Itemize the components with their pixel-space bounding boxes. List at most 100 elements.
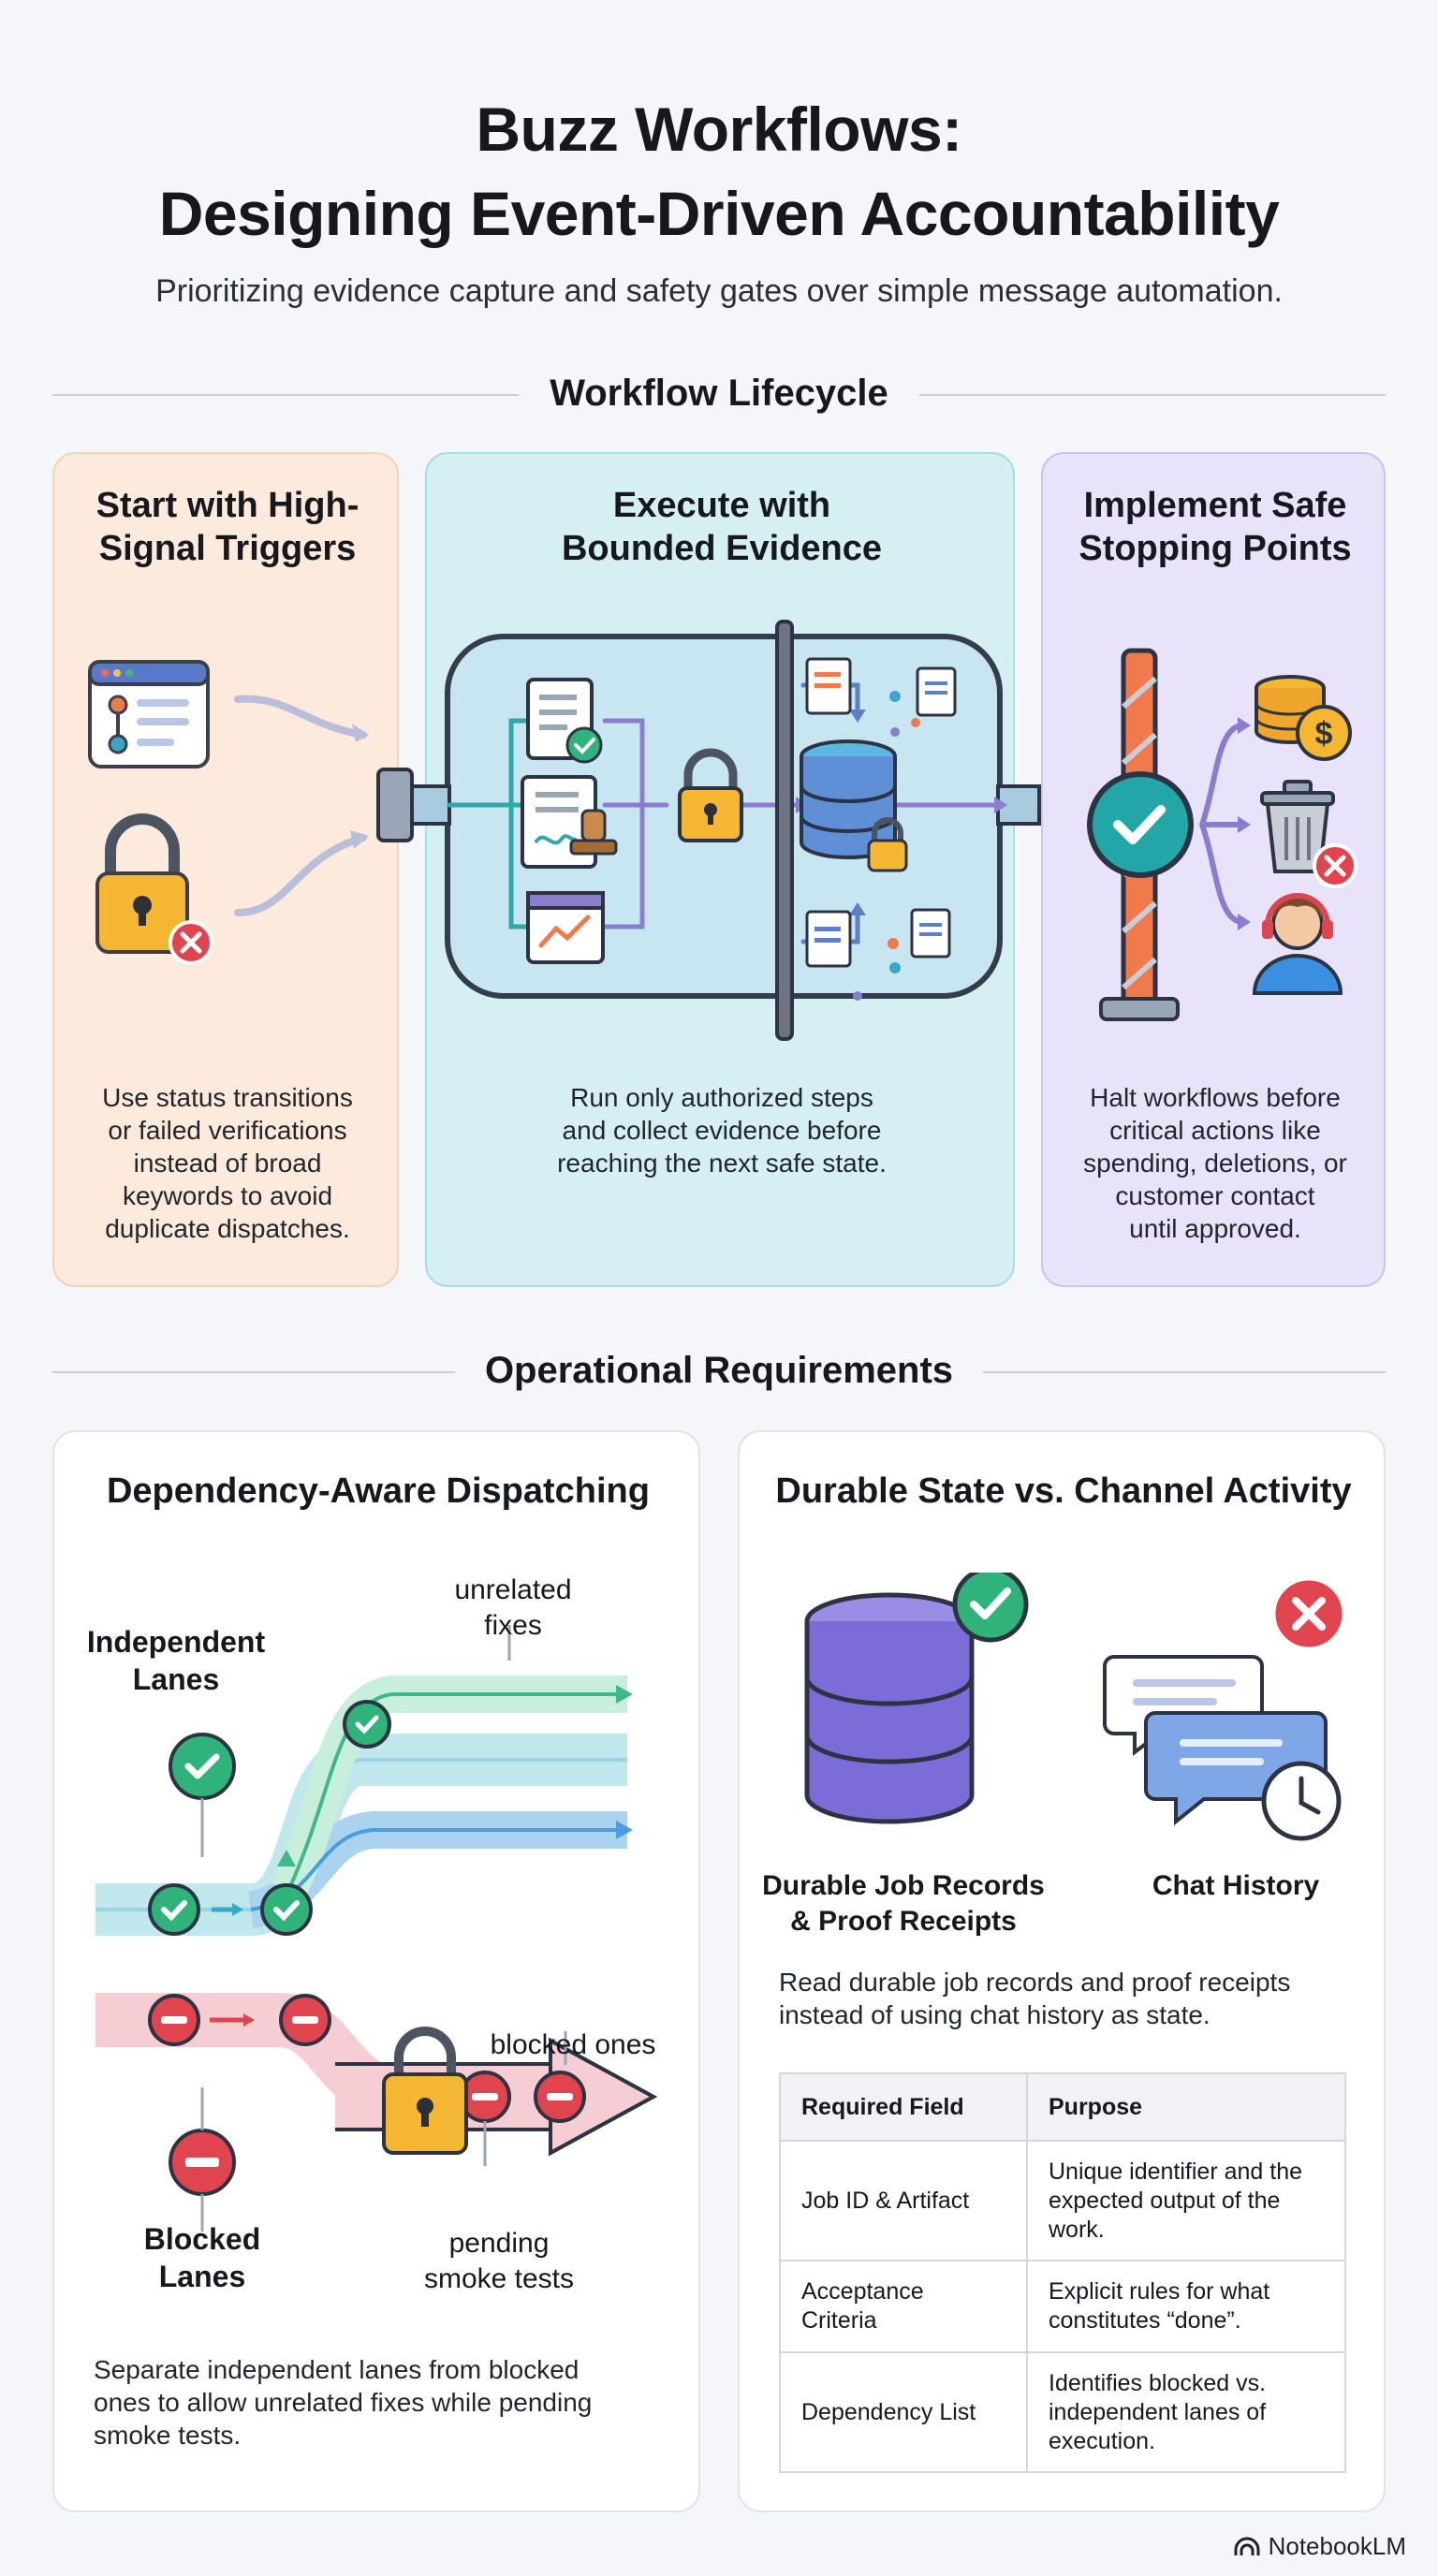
purpose-line: Explicit rules for what (1049, 2278, 1270, 2305)
durable-title: Durable State vs. Channel Activity (775, 1471, 1352, 1511)
required-fields-table: Required Field Purpose Job ID & Artifact… (779, 2072, 1346, 2473)
panel-execute-title-line1: Execute with (612, 486, 831, 525)
durable-body: Read durable job records and proof recei… (779, 1966, 1359, 2031)
document-check-icon (526, 678, 603, 764)
page-title-line1: Buzz Workflows: (476, 95, 962, 164)
trigger-illustration (88, 660, 369, 965)
table-cell-field: Dependency List (779, 2351, 1028, 2473)
table-cell-purpose: Unique identifier and the expected outpu… (1026, 2140, 1346, 2261)
blocked-lane-lock-icon (382, 2027, 468, 2155)
blocked-ones-label: blocked ones (490, 2029, 656, 2060)
gate-lock-icon (678, 748, 743, 842)
signed-document-stamp-icon (521, 775, 618, 869)
independent-check-icons (148, 1625, 511, 1936)
purpose-line: Unique identifier and the (1049, 2158, 1303, 2185)
safe-stop-illustration: $ (1087, 648, 1357, 1021)
unrelated-label-line1: unrelated (454, 1574, 572, 1605)
section-title-operational: Operational Requirements (484, 1350, 954, 1391)
purpose-line: execution. (1049, 2427, 1155, 2454)
execute-body-line3: reaching the next safe state. (557, 1149, 887, 1178)
table-cell-purpose: Explicit rules for what constitutes “don… (1026, 2260, 1346, 2353)
panel-execute-title: Execute with Bounded Evidence (427, 484, 1017, 570)
field-line: Criteria (801, 2307, 877, 2334)
panel-triggers-title-line1: Start with High- (95, 486, 360, 525)
stopping-body-line1: Halt workflows before (1090, 1083, 1341, 1112)
execute-body-line1: Run only authorized steps (570, 1083, 873, 1112)
purpose-line: constitutes “done”. (1049, 2307, 1241, 2334)
footer-brand: NotebookLM (1233, 2532, 1406, 2561)
dispatching-body-line3: smoke tests. (94, 2421, 242, 2450)
stopping-body-line2: critical actions like (1109, 1116, 1321, 1145)
pending-smoke-tests-label: pending smoke tests (391, 2226, 607, 2297)
blocked-lanes-label: Blocked Lanes (109, 2220, 296, 2295)
panel-stopping: Implement Safe Stopping Points $ (1041, 452, 1386, 1287)
blocked-label-line1: Blocked (143, 2222, 261, 2256)
customer-support-icon (1252, 893, 1343, 995)
dispatching-body-line2: ones to allow unrelated fixes while pend… (94, 2388, 593, 2417)
execute-body-line2: and collect evidence before (562, 1116, 882, 1145)
triggers-body-line1: Use status transitions (102, 1083, 353, 1112)
records-label-line2: & Proof Receipts (790, 1906, 1017, 1937)
durable-body-line1: Read durable job records and proof recei… (779, 1968, 1291, 1997)
stopping-body-line4: customer contact (1115, 1181, 1315, 1210)
panel-triggers-title-line2: Signal Triggers (98, 529, 357, 568)
unrelated-label-line2: fixes (484, 1610, 542, 1641)
chat-history-icon (1103, 1575, 1347, 1841)
table-header-purpose: Purpose (1026, 2072, 1346, 2142)
lanes-diagram (95, 1625, 658, 2232)
panel-triggers-body: Use status transitions or failed verific… (54, 1081, 401, 1245)
coins-icon: $ (1255, 675, 1352, 761)
triggers-body-line2: or failed verifications (108, 1116, 347, 1145)
table-row: Job ID & Artifact Unique identifier and … (779, 2140, 1346, 2261)
section-title-lifecycle: Workflow Lifecycle (550, 373, 888, 414)
svg-text:$: $ (1315, 716, 1333, 752)
dispatching-body: Separate independent lanes from blocked … (94, 2353, 674, 2452)
panel-execute-body: Run only authorized steps and collect ev… (427, 1081, 1017, 1179)
table-cell-field: Job ID & Artifact (779, 2140, 1028, 2261)
section-divider-right-2 (983, 1371, 1386, 1373)
execution-pipeline-illustration (376, 620, 1041, 1041)
panel-stopping-title-line2: Stopping Points (1078, 529, 1352, 568)
purpose-line: Identifies blocked vs. (1049, 2369, 1267, 2396)
chat-history-label: Chat History (1152, 1870, 1320, 1901)
unrelated-fixes-label: unrelated fixes (419, 1573, 607, 1644)
dispatching-title: Dependency-Aware Dispatching (106, 1471, 650, 1511)
status-window-icon (88, 660, 210, 768)
notebooklm-logo-icon (1234, 2537, 1260, 2555)
failed-lock-icon (95, 813, 213, 965)
panel-stopping-body: Halt workflows before critical actions l… (1043, 1081, 1387, 1245)
independent-label-line1: Independent (86, 1625, 266, 1659)
section-divider-right (919, 394, 1386, 396)
durable-records-label: Durable Job Records & Proof Receipts (758, 1868, 1049, 1939)
purpose-line: independent lanes of (1049, 2398, 1267, 2425)
triggers-body-line4: keywords to avoid (122, 1181, 333, 1210)
durable-database-icon (804, 1573, 1029, 1824)
database-icon (800, 739, 908, 872)
pending-label-line1: pending (448, 2228, 550, 2259)
trash-delete-icon (1260, 780, 1357, 888)
field-line: Acceptance (801, 2278, 924, 2305)
table-row: Acceptance Criteria Explicit rules for w… (779, 2260, 1346, 2353)
panel-stopping-title-line1: Implement Safe (1083, 486, 1347, 525)
page-subtitle: Prioritizing evidence capture and safety… (155, 273, 1283, 309)
triggers-body-line3: instead of broad (133, 1149, 322, 1178)
panel-durable-state: Durable State vs. Channel Activity Durab… (738, 1430, 1386, 2512)
panel-dispatching: Dependency-Aware Dispatching (52, 1430, 700, 2512)
panel-triggers-title: Start with High- Signal Triggers (54, 484, 401, 570)
purpose-line: work. (1049, 2216, 1105, 2243)
purpose-line: expected output of the (1049, 2187, 1281, 2214)
table-cell-purpose: Identifies blocked vs. independent lanes… (1026, 2351, 1346, 2473)
independent-lanes-label: Independent Lanes (82, 1623, 270, 1698)
table-header-field: Required Field (779, 2072, 1028, 2142)
records-label-line1: Durable Job Records (762, 1870, 1045, 1901)
chart-window-icon (526, 891, 605, 964)
triggers-body-line5: duplicate dispatches. (105, 1214, 350, 1243)
page-title-line2: Designing Event-Driven Accountability (158, 179, 1280, 248)
section-divider-left (52, 394, 519, 396)
table-cell-field: Acceptance Criteria (779, 2260, 1028, 2353)
blocked-label-line2: Lanes (158, 2260, 246, 2293)
table-header-row: Required Field Purpose (779, 2072, 1346, 2142)
stopping-body-line3: spending, deletions, or (1083, 1149, 1347, 1178)
independent-label-line2: Lanes (132, 1662, 220, 1696)
blocked-icons (148, 1994, 586, 2232)
